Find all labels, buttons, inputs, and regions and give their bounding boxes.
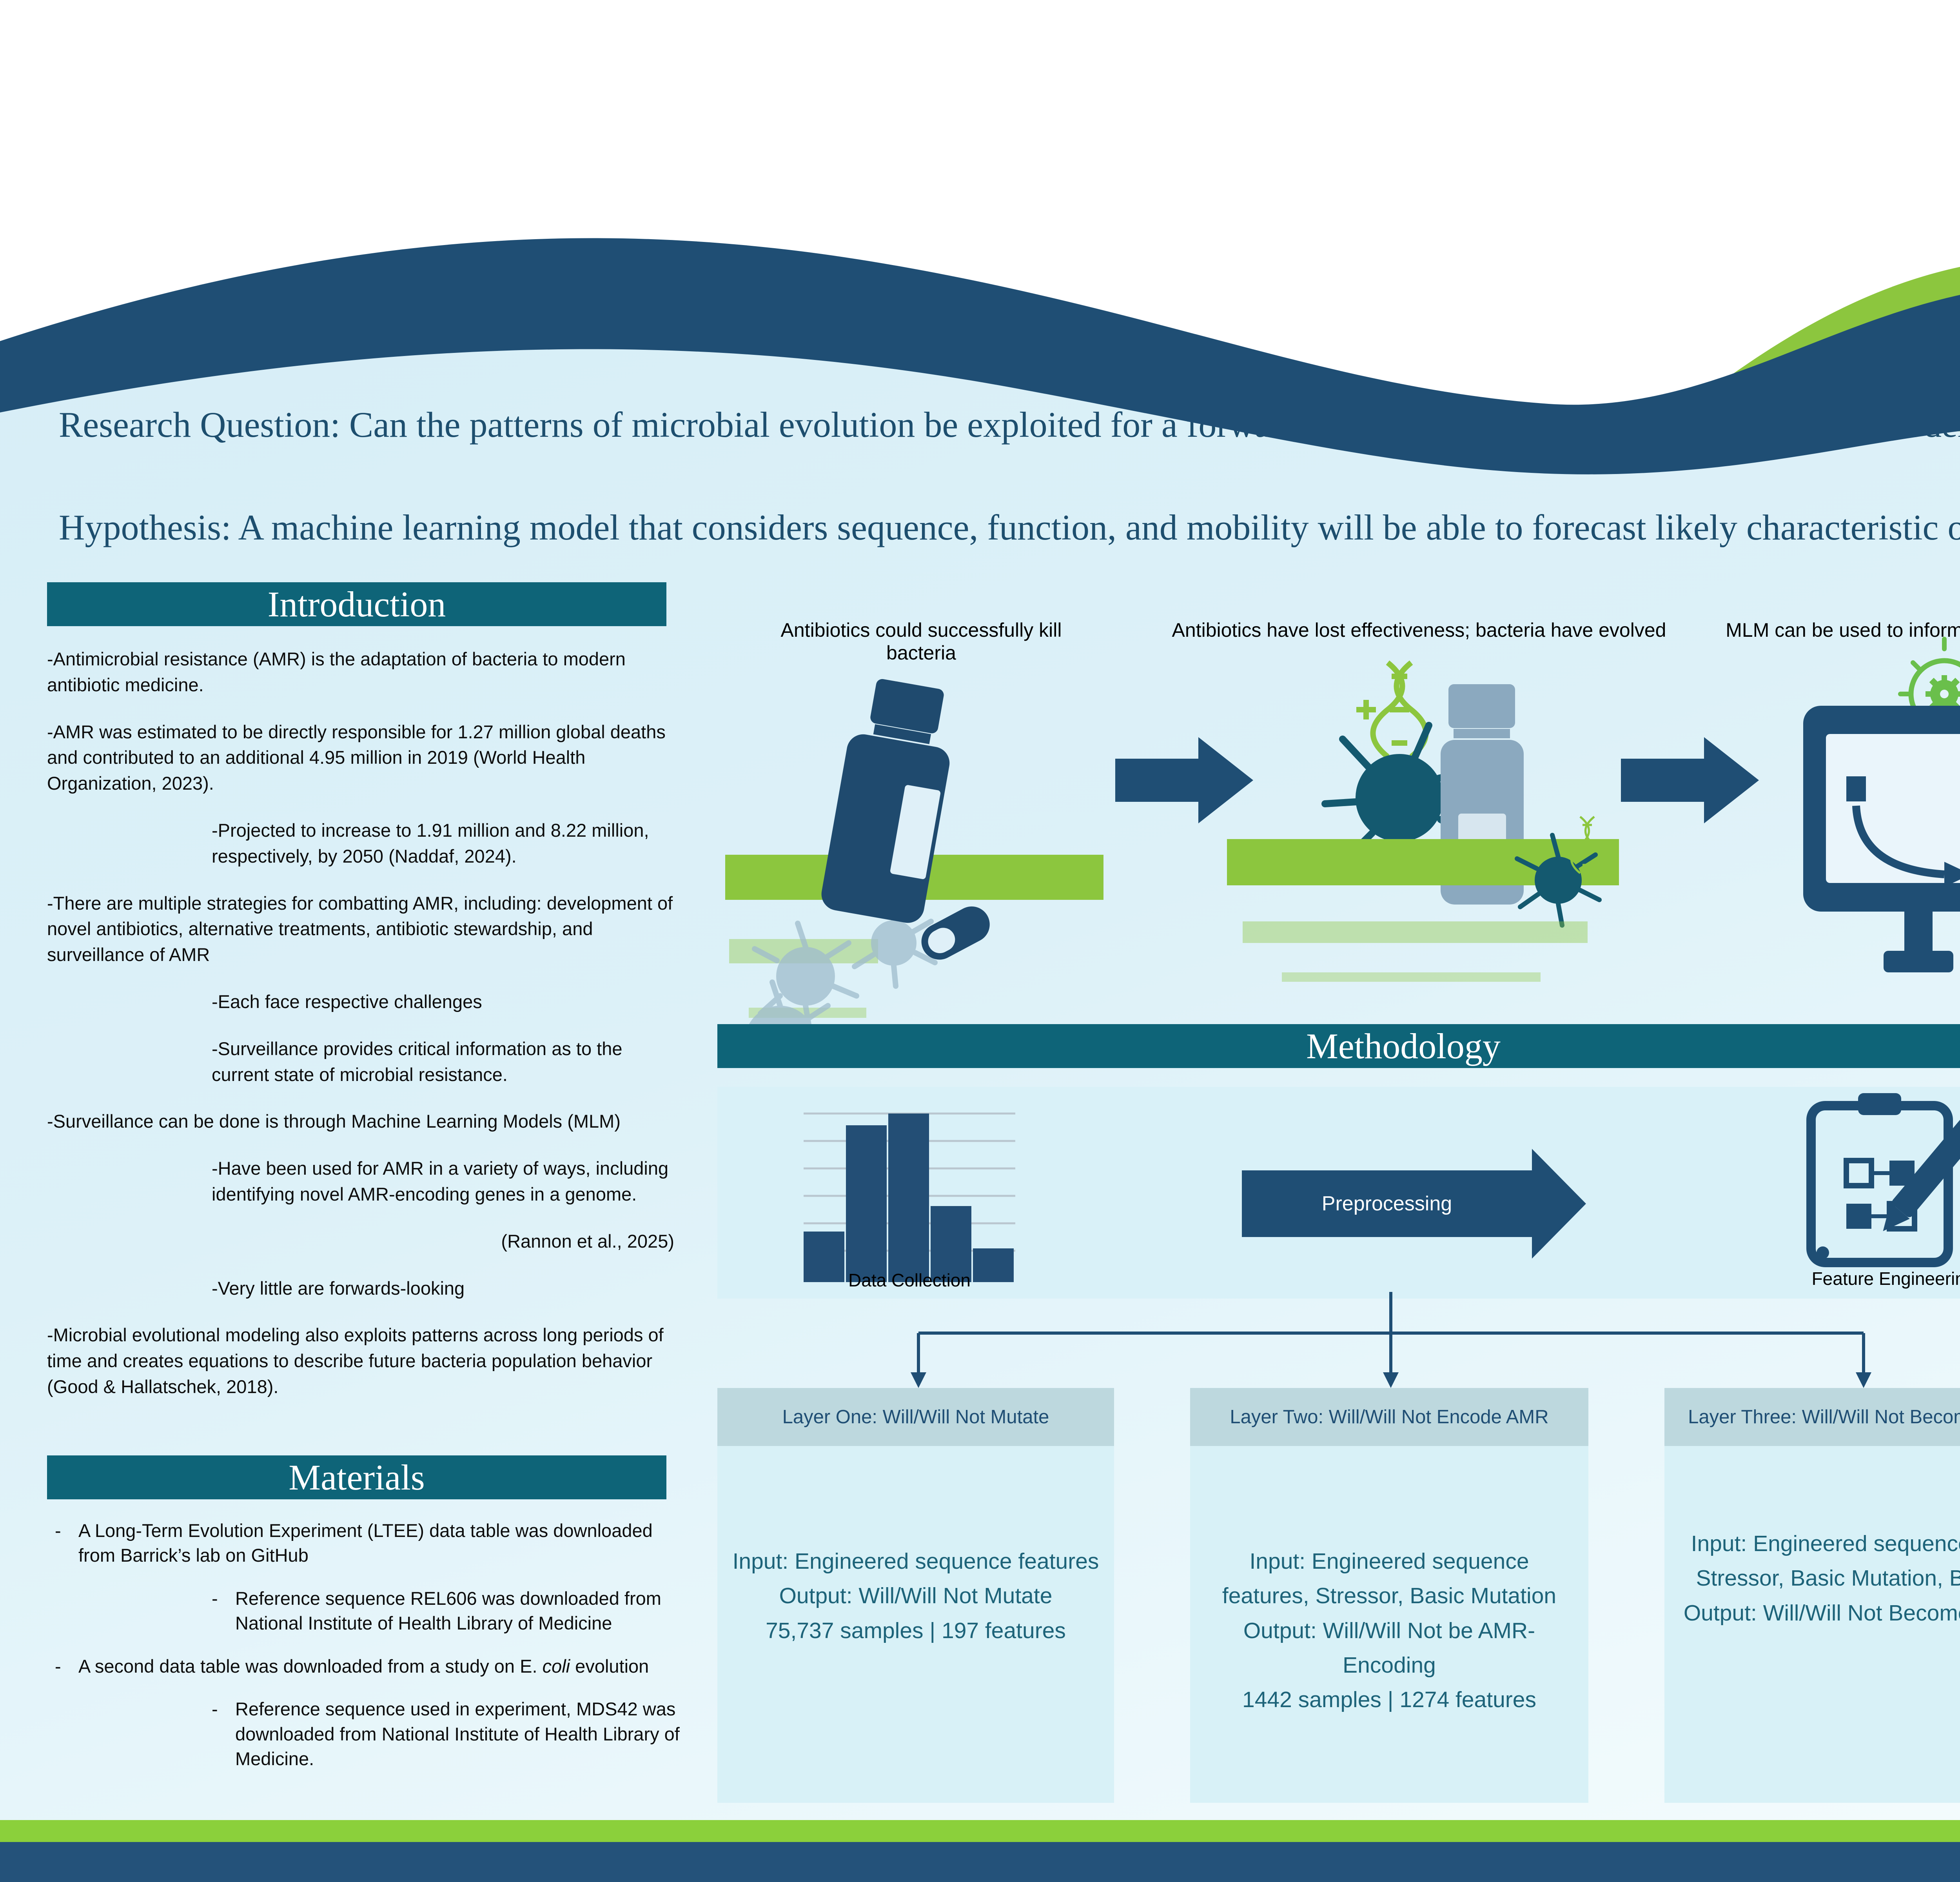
layer-three-body: Input: Engineered sequence features, Str… xyxy=(1664,1446,1960,1803)
introduction-body: -Antimicrobial resistance (AMR) is the a… xyxy=(47,646,674,1421)
layer-body-line: Output: Will/Will Not be AMR-Encoding xyxy=(1243,1618,1535,1678)
layer-three-header: Layer Three: Will/Will Not Become Preval… xyxy=(1664,1388,1960,1446)
step-label-data-collection: Data Collection xyxy=(848,1270,971,1290)
header-wave-decoration xyxy=(0,0,1960,474)
hypothesis: Hypothesis: A machine learning model tha… xyxy=(59,507,1960,547)
materials-item: -Reference sequence used in experiment, … xyxy=(212,1699,680,1769)
small-bacteria-icon xyxy=(1515,833,1602,928)
preprocessing-label: Preprocessing xyxy=(1321,1192,1452,1215)
pill-bottle-icon xyxy=(821,679,950,923)
layer-body-line: 75,737 samples | 197 features xyxy=(766,1618,1066,1643)
footer-navy-band xyxy=(0,1842,1960,1882)
feature-engineering-icon xyxy=(1806,1093,1960,1267)
dna-plus-icon xyxy=(1561,816,1604,874)
materials-body: -A Long-Term Evolution Experiment (LTEE)… xyxy=(47,1518,682,1789)
materials-item: -A second data table was downloaded from… xyxy=(55,1655,649,1677)
introduction-paragraph: -Surveillance provides critical informat… xyxy=(212,1038,622,1085)
flow-caption: Antibiotics have lost effectiveness; bac… xyxy=(1172,619,1666,641)
introduction-paragraph: -AMR was estimated to be directly respon… xyxy=(47,721,666,794)
dna-plus-icon xyxy=(1356,660,1429,759)
materials-item: -A Long-Term Evolution Experiment (LTEE)… xyxy=(55,1520,653,1566)
introduction-paragraph: -Very little are forwards-looking xyxy=(212,1277,465,1299)
layer-three-box: Layer Three: Will/Will Not Become Preval… xyxy=(1664,1388,1960,1803)
introduction-paragraph: -Projected to increase to 1.91 million a… xyxy=(212,819,649,867)
introduction-paragraph: -There are multiple strategies for comba… xyxy=(47,892,673,965)
layer-two-body: Input: Engineered sequence features, Str… xyxy=(1190,1446,1588,1803)
layer-one-box: Layer One: Will/Will Not Mutate Input: E… xyxy=(717,1388,1114,1803)
flow-caption: Antibiotics could successfully kill bact… xyxy=(780,619,1062,664)
section-header-methodology: Methodology xyxy=(717,1024,1960,1068)
layer-two-box: Layer Two: Will/Will Not Encode AMR Inpu… xyxy=(1190,1388,1588,1803)
preprocessing-arrow: Preprocessing xyxy=(1242,1149,1587,1259)
histogram-icon xyxy=(804,1112,1015,1282)
evolved-bacteria-illustration xyxy=(1227,660,1619,982)
introduction-paragraph: -Each face respective challenges xyxy=(212,991,482,1012)
layer-one-header: Layer One: Will/Will Not Mutate xyxy=(717,1388,1114,1446)
monitor-icon xyxy=(1803,706,1960,972)
layer-body-line: 1442 samples | 1274 features xyxy=(1242,1687,1536,1713)
layer-body-line: Input: Engineered sequence features xyxy=(732,1549,1099,1574)
step-label-feature-engineering: Feature Engineering xyxy=(1811,1268,1960,1289)
introduction-paragraph: -Have been used for AMR in a variety of … xyxy=(212,1158,669,1204)
layer-two-header: Layer Two: Will/Will Not Encode AMR xyxy=(1190,1388,1588,1446)
layer-connector-lines xyxy=(911,1292,1871,1388)
materials-item: -Reference sequence REL606 was downloade… xyxy=(212,1588,661,1634)
lightbulb-icon xyxy=(1898,637,1960,756)
flow-arrow-icon xyxy=(1115,737,1253,823)
section-header-introduction: Introduction xyxy=(47,582,666,626)
layer-body-line: Input: Engineered sequence features, Str… xyxy=(1222,1549,1557,1609)
introduction-paragraph: -Surveillance can be done is through Mac… xyxy=(47,1111,621,1132)
pill-bottle-bacteria-illustration xyxy=(725,679,1103,1037)
flow-caption: MLM can be used to inform about mutation… xyxy=(1726,619,1960,641)
layer-body-line: Input: Engineered sequence features, Str… xyxy=(1691,1531,1960,1591)
layer-body-line: Output: Will/Will Not Mutate xyxy=(779,1583,1053,1609)
mlm-monitor-dna-illustration xyxy=(1803,637,1960,972)
layer-body-line: Output: Will/Will Not Become Prevalent xyxy=(1683,1600,1960,1626)
footer-green-band xyxy=(0,1820,1960,1842)
introduction-paragraph: -Microbial evolutional modeling also exp… xyxy=(47,1324,664,1397)
flow-arrow-icon xyxy=(1621,737,1759,823)
introduction-paragraph: (Rannon et al., 2025) xyxy=(501,1230,674,1252)
section-header-materials: Materials xyxy=(47,1455,666,1499)
capsule-icon xyxy=(921,906,990,960)
introduction-paragraph: -Antimicrobial resistance (AMR) is the a… xyxy=(47,649,626,695)
pencil-icon xyxy=(1883,1114,1960,1231)
